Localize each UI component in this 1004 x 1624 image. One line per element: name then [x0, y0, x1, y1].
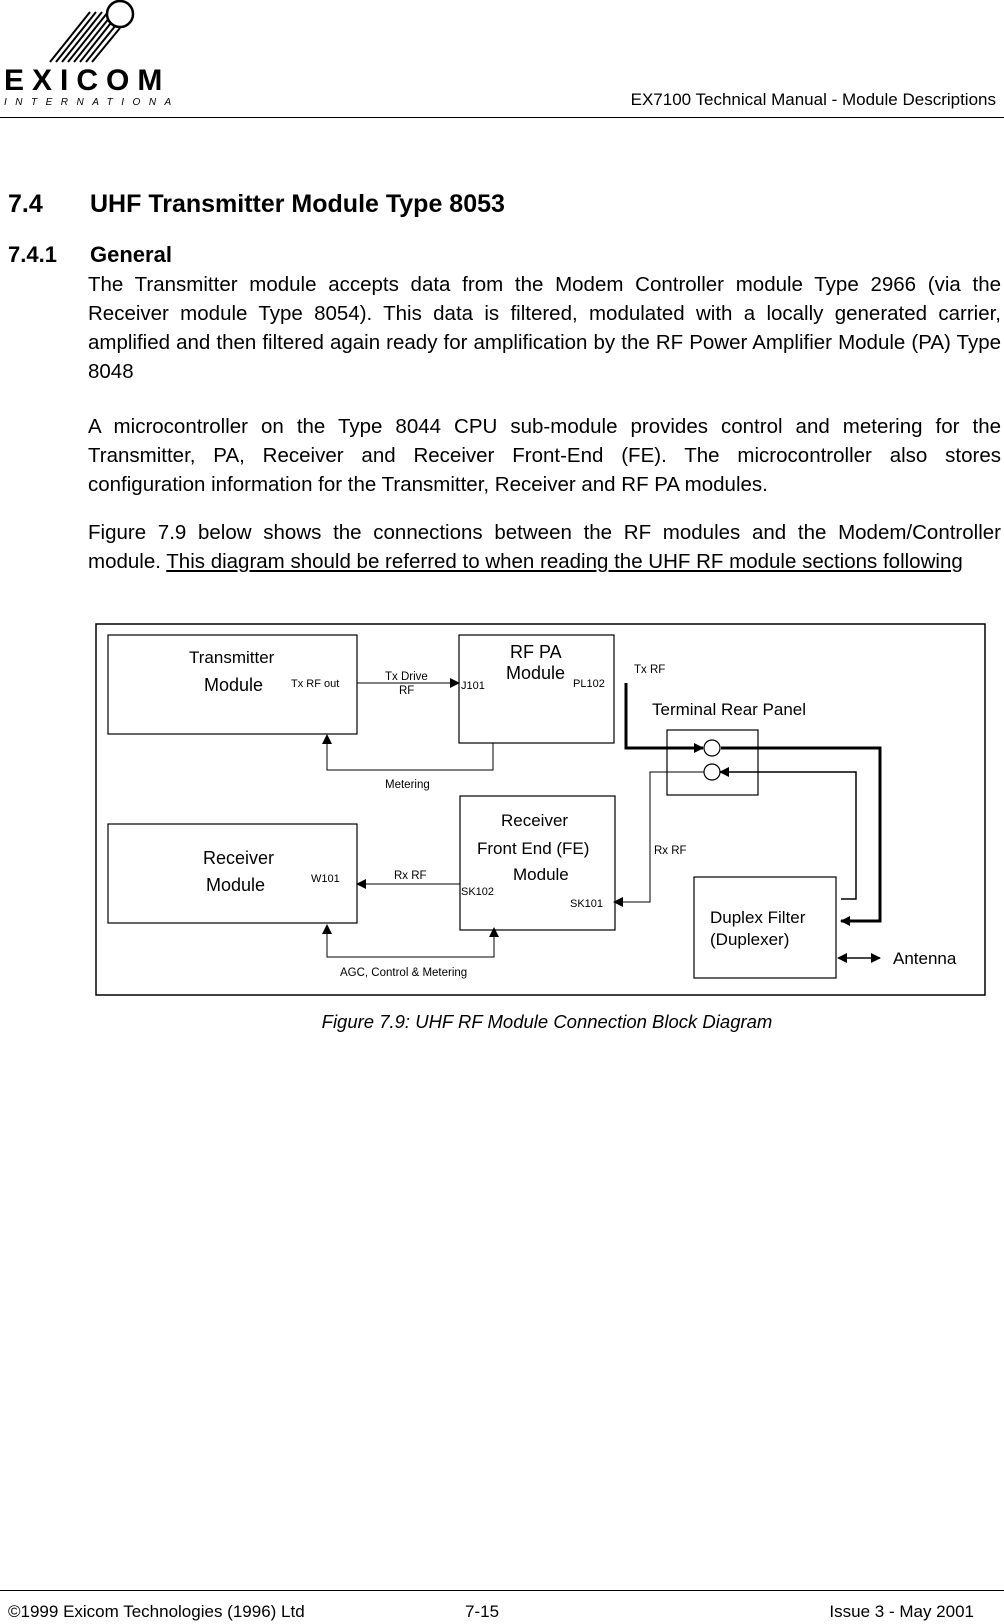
receiver-fe-label-3: Module — [513, 865, 569, 884]
figure-caption: Figure 7.9: UHF RF Module Connection Blo… — [321, 1011, 773, 1032]
panel-to-duplexer-tx — [721, 746, 882, 926]
duplexer-to-panel-rx — [719, 767, 857, 900]
logo-subtext: INTERNATIONAL — [4, 97, 172, 108]
duplexer-box — [693, 876, 837, 979]
pl102-label: PL102 — [573, 678, 605, 690]
agc-connector — [326, 927, 499, 958]
section-number: 7.4 — [8, 190, 43, 218]
rx-rf-left-label: Rx RF — [394, 870, 427, 882]
section-title: UHF Transmitter Module Type 8053 — [90, 190, 505, 218]
footer-copyright: ©1999 Exicom Technologies (1996) Ltd — [8, 1602, 305, 1621]
footer-divider — [0, 1590, 1004, 1591]
transmitter-module-box — [107, 634, 358, 735]
metering-connector — [322, 734, 494, 771]
duplexer-label-1: Duplex Filter — [710, 908, 806, 927]
logo-wordmark: EXICOM — [4, 64, 170, 97]
terminal-rear-panel-label: Terminal Rear Panel — [652, 700, 806, 719]
sk101-label: SK101 — [570, 898, 603, 910]
duplexer-label-2: (Duplexer) — [710, 930, 789, 949]
tx-drive-label-2: RF — [399, 685, 414, 697]
j101-label: J101 — [461, 680, 485, 692]
rf-pa-module-box — [458, 634, 615, 744]
paragraph-3-text: Figure 7.9 below shows the connections b… — [88, 521, 1001, 573]
footer-issue: Issue 3 - May 2001 — [829, 1602, 974, 1621]
receiver-module-box — [107, 823, 358, 924]
receiver-fe-label-2: Front End (FE) — [477, 839, 589, 858]
diagram-frame — [95, 623, 986, 996]
subsection-number: 7.4.1 — [8, 242, 57, 267]
footer-page-number: 7-15 — [465, 1602, 500, 1621]
terminal-rear-panel-box — [666, 729, 759, 796]
receiver-fe-label-1: Receiver — [501, 811, 568, 830]
rx-rf-right-label: Rx RF — [654, 845, 687, 857]
tx-rf-label: Tx RF — [634, 664, 665, 676]
rx-connector-icon — [703, 763, 721, 781]
transmitter-label-1: Transmitter — [189, 648, 275, 667]
tx-rf-connector — [624, 683, 704, 753]
transmitter-label-2: Module — [204, 675, 263, 695]
receiver-label-2: Module — [206, 875, 265, 895]
agc-label: AGC, Control & Metering — [340, 967, 467, 979]
header-title: EX7100 Technical Manual - Module Descrip… — [630, 90, 996, 109]
w101-label: W101 — [311, 873, 340, 885]
subsection-title: General — [90, 242, 172, 267]
paragraph-3: Figure 7.9 below shows the connections b… — [88, 518, 1001, 576]
receiver-fe-module-box — [459, 795, 616, 931]
sk102-label: SK102 — [461, 886, 494, 898]
paragraph-1: The Transmitter module accepts data from… — [88, 273, 1001, 383]
company-logo: EXICOM INTERNATIONAL — [2, 0, 185, 108]
header-divider — [0, 117, 1004, 118]
tx-rf-out-label: Tx RF out — [291, 678, 339, 690]
receiver-label-1: Receiver — [203, 848, 274, 868]
antenna-label: Antenna — [893, 949, 957, 968]
rf-pa-label-1: RF PA — [510, 642, 562, 662]
paragraph-2: A microcontroller on the Type 8044 CPU s… — [88, 415, 1001, 496]
tx-connector-icon — [703, 739, 721, 757]
rf-pa-label-2: Module — [506, 663, 565, 683]
rx-rf-connector — [613, 771, 704, 907]
paragraph-3-underlined: This diagram should be referred to when … — [166, 550, 963, 573]
tx-drive-label: Tx Drive — [385, 671, 428, 683]
block-diagram: Transmitter Module Tx RF out Tx Drive RF… — [95, 623, 986, 996]
metering-label: Metering — [385, 779, 430, 791]
